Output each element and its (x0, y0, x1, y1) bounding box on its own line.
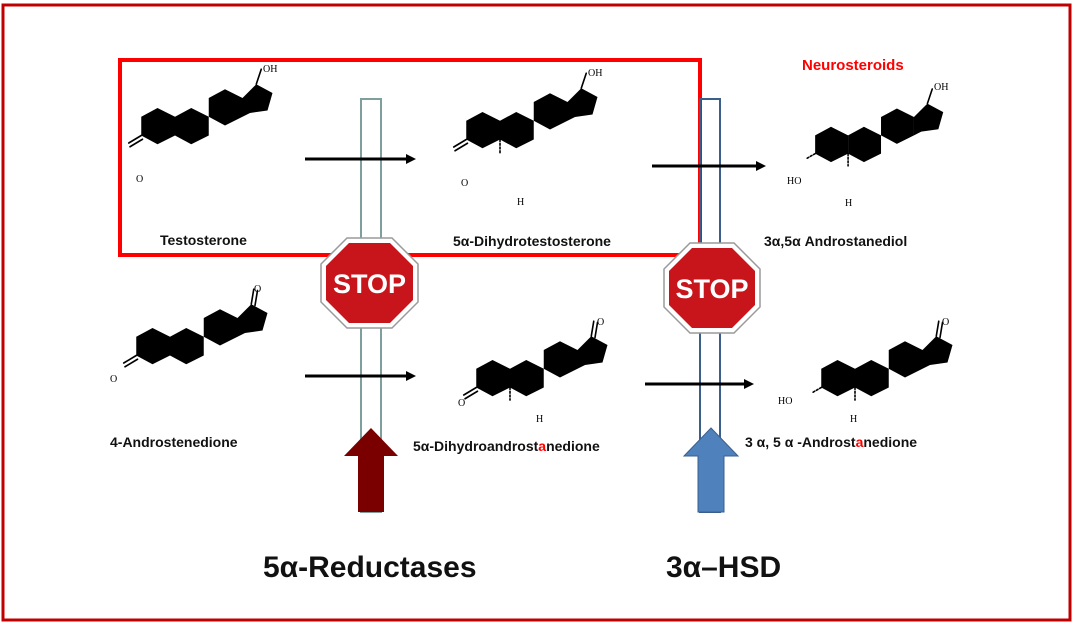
androstanediol-oh: OH (934, 82, 948, 93)
label-reductases: 5α-Reductases (263, 551, 477, 584)
label-hsd: 3α–HSD (666, 551, 781, 584)
stop-text-right: STOP (675, 274, 748, 304)
label-dhad-prefix: 5α-Dihydroandrost (413, 438, 539, 454)
label-dhad-highlight: a (538, 438, 546, 454)
dht-oh: OH (588, 68, 602, 79)
label-aad: 3 α, 5 α -Androstanedione (745, 434, 917, 450)
neurosteroids-heading: Neurosteroids (802, 57, 904, 74)
hsd-arrow (682, 427, 740, 513)
dhad-oxygen-17: O (597, 317, 604, 328)
aad-h: H (850, 414, 857, 425)
reaction-arrow-1 (305, 154, 416, 164)
aad-oxygen-17: O (942, 317, 949, 328)
reductase-arrow (344, 428, 398, 512)
dht-oxygen: O (461, 178, 468, 189)
label-androstanediol: 3α,5α Androstanediol (764, 233, 907, 249)
label-testosterone: Testosterone (160, 232, 247, 248)
dht-structure (452, 72, 598, 156)
dhad-structure (462, 320, 608, 401)
stop-sign-reductase: STOP (320, 237, 419, 329)
testosterone-structure (127, 68, 273, 148)
label-dhad-suffix: nedione (546, 438, 600, 454)
androstanediol-structure (805, 88, 944, 167)
label-dhad: 5α-Dihydroandrostanedione (413, 438, 600, 454)
reaction-arrow-4 (645, 379, 754, 389)
label-aad-prefix: 3 α, 5 α -Androst (745, 434, 856, 450)
dht-h: H (517, 197, 524, 208)
label-dht: 5α-Dihydrotestosterone (453, 233, 611, 249)
testosterone-oxygen: O (136, 174, 143, 185)
aad-structure (811, 320, 953, 401)
androstanediol-ho: HO (787, 176, 801, 187)
label-androstenedione: 4-Androstenedione (110, 434, 238, 450)
reaction-arrow-3 (305, 371, 416, 381)
androstenedione-structure (122, 288, 268, 368)
dhad-oxygen-3: O (458, 398, 465, 409)
stop-sign-hsd: STOP (663, 242, 761, 334)
aad-ho: HO (778, 396, 792, 407)
dhad-h: H (536, 414, 543, 425)
label-aad-highlight: a (856, 434, 864, 450)
reaction-arrow-2 (652, 161, 766, 171)
stop-text-left: STOP (333, 269, 406, 299)
outer-frame (1, 3, 1072, 622)
androstanediol-h: H (845, 198, 852, 209)
androstenedione-oxygen-17: O (254, 284, 261, 295)
label-aad-suffix: nedione (863, 434, 917, 450)
testosterone-oh: OH (263, 64, 277, 75)
androstenedione-oxygen-3: O (110, 374, 117, 385)
